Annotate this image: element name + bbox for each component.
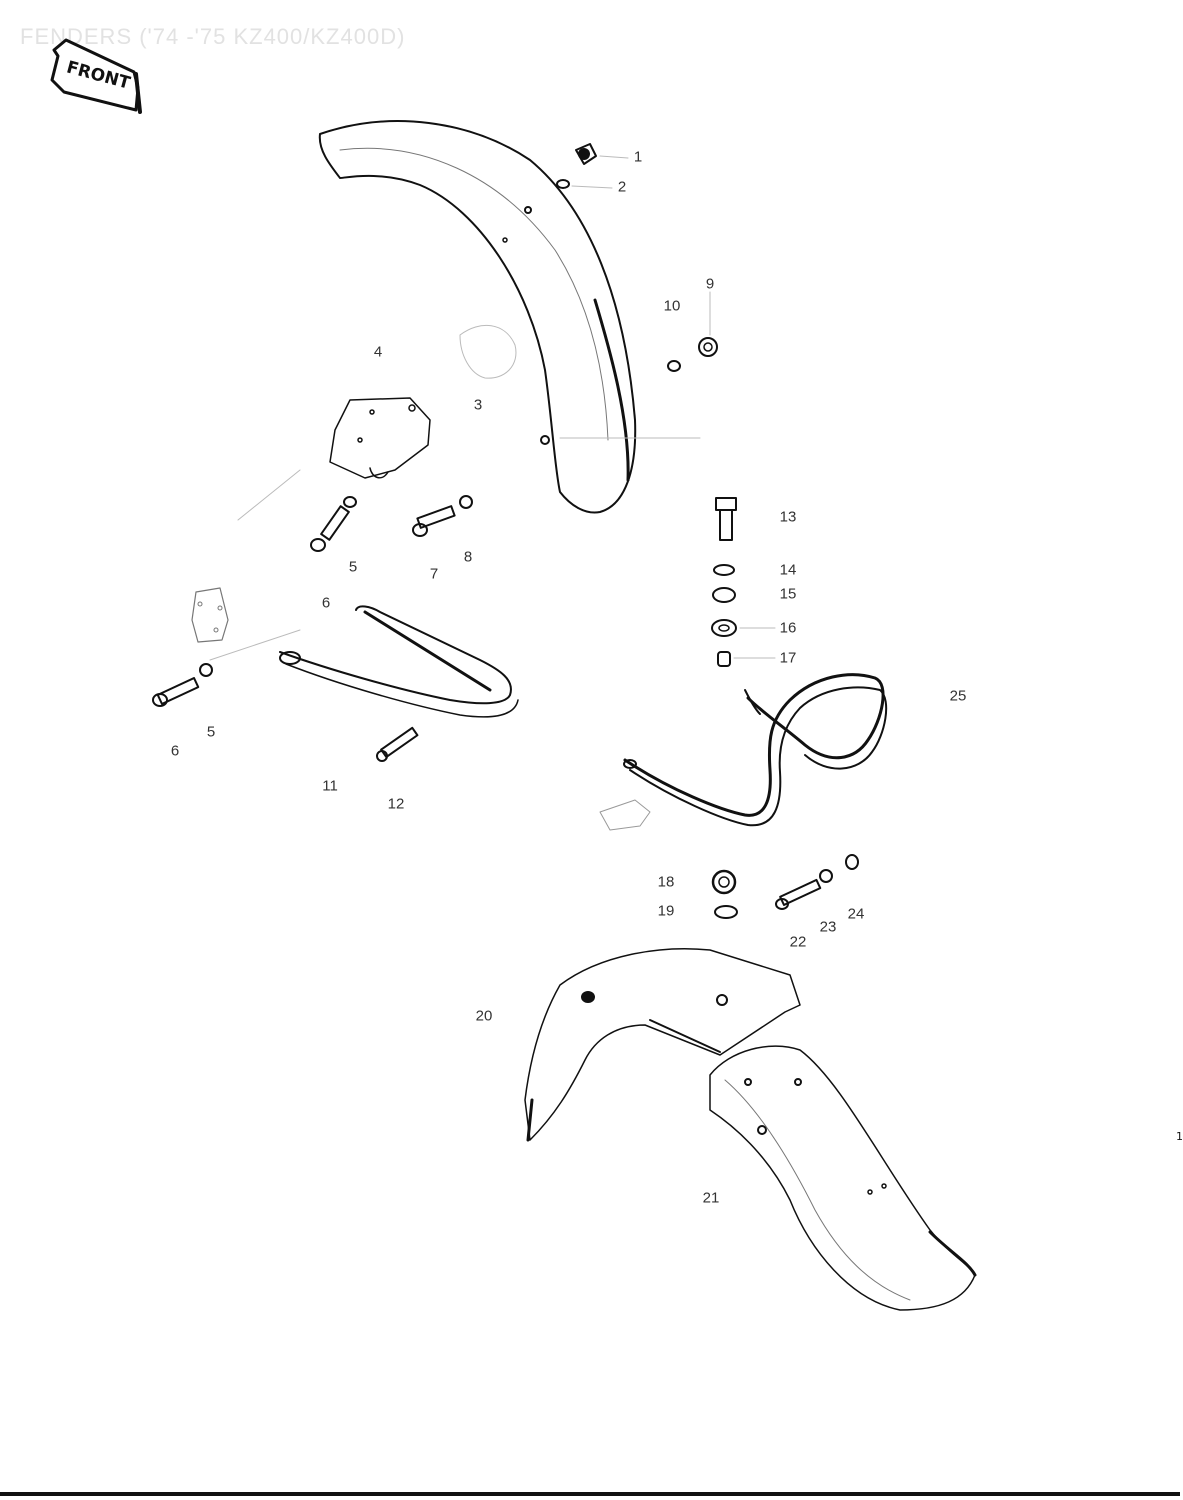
callout-22: 22 <box>789 933 807 951</box>
bolt-5-6 <box>310 496 357 552</box>
bolt-left <box>152 663 213 707</box>
front-arrow-icon: FRONT <box>50 38 142 114</box>
nut-9 <box>698 337 718 357</box>
callout-10: 10 <box>663 297 681 315</box>
washer-19 <box>714 905 738 919</box>
leader-lines <box>209 155 776 661</box>
callout-5-lower: 5 <box>206 723 216 741</box>
fender-stay <box>279 605 519 718</box>
callout-25: 25 <box>949 687 967 705</box>
diagram-title: FENDERS ('74 -'75 KZ400/KZ400D) <box>20 24 406 49</box>
callout-16: 16 <box>779 619 797 637</box>
callout-3: 3 <box>473 396 483 414</box>
callout-17: 17 <box>779 649 797 667</box>
washer-15 <box>712 587 736 603</box>
collar-17 <box>717 651 731 667</box>
callout-11: 11 <box>322 777 338 795</box>
bottom-rule <box>0 1492 1180 1496</box>
nut-18 <box>711 869 737 895</box>
washer-24 <box>845 854 859 870</box>
fender-bracket <box>329 397 431 479</box>
grab-rail <box>599 673 888 831</box>
bolt-12 <box>376 726 419 762</box>
rear-fender-front <box>524 948 801 1142</box>
rear-fender <box>709 1045 977 1311</box>
callout-23: 23 <box>819 918 837 936</box>
bolt-7-8 <box>412 495 473 537</box>
callout-8: 8 <box>463 548 473 566</box>
callout-13: 13 <box>779 508 797 526</box>
callout-1: 1 <box>633 148 643 166</box>
callout-5: 5 <box>348 558 358 576</box>
callout-2: 2 <box>617 178 627 196</box>
grommet-16 <box>711 619 737 637</box>
callout-9: 9 <box>705 275 715 293</box>
page-mark: 1 <box>1176 1130 1183 1143</box>
callout-24: 24 <box>847 905 865 923</box>
washer-2 <box>556 179 570 189</box>
bolt-22 <box>775 878 822 910</box>
bolt-13 <box>715 497 737 541</box>
washer-10 <box>667 360 681 372</box>
callout-6-lower: 6 <box>170 742 180 760</box>
callout-21: 21 <box>702 1189 720 1207</box>
lower-plate <box>191 587 229 643</box>
callout-15: 15 <box>779 585 797 603</box>
callout-18: 18 <box>657 873 675 891</box>
callout-12: 12 <box>387 795 405 813</box>
callout-20: 20 <box>475 1007 493 1025</box>
cap-nut <box>575 143 597 165</box>
callout-19: 19 <box>657 902 675 920</box>
washer-23 <box>819 869 833 883</box>
callout-7: 7 <box>429 565 439 583</box>
callout-14: 14 <box>779 561 797 579</box>
front-fender <box>318 120 637 514</box>
callout-6: 6 <box>321 594 331 612</box>
washer-14 <box>713 564 735 576</box>
callout-4: 4 <box>373 343 383 361</box>
